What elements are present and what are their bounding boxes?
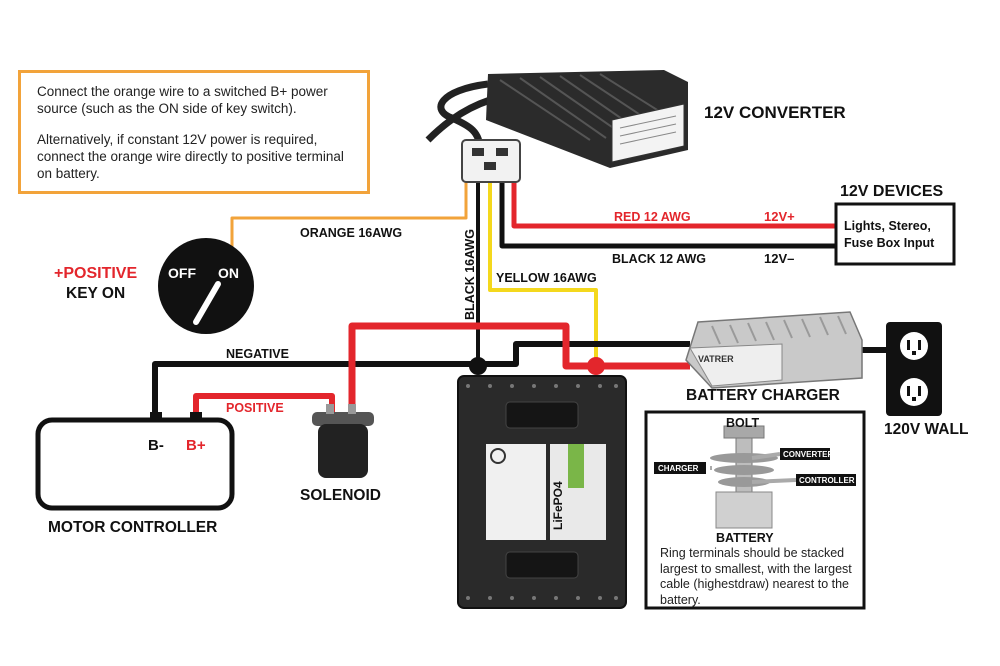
positive-junction-dot [587, 357, 605, 375]
key-on-label: KEY ON [66, 285, 125, 302]
note-paragraph-1: Connect the orange wire to a switched B+… [37, 84, 328, 116]
v-minus-label: 12V– [764, 251, 794, 266]
devices-line1: Lights, Stereo, [844, 219, 931, 233]
red-12awg-label: RED 12 AWG [614, 210, 691, 224]
bolt-inset [644, 410, 866, 610]
devices-box [834, 202, 956, 266]
black-16awg-label: BLACK 16AWG [463, 229, 477, 320]
note-paragraph-2: Alternatively, if constant 12V power is … [37, 132, 344, 181]
inset-tag-converter [780, 448, 830, 460]
converter-cable-2 [425, 96, 492, 143]
wall-outlet [886, 322, 942, 416]
key-off-position: OFF [168, 265, 196, 281]
motor-controller-label: MOTOR CONTROLLER [48, 519, 217, 536]
devices-line2: Fuse Box Input [844, 236, 935, 250]
inset-bolt-label: BOLT [726, 416, 759, 430]
converter-label: 12V CONVERTER [704, 103, 846, 122]
inset-charger-text: CHARGER [658, 464, 699, 473]
instruction-note: Connect the orange wire to a switched B+… [18, 70, 370, 194]
wall-label: 120V WALL [884, 421, 968, 438]
solenoid-label: SOLENOID [300, 487, 381, 504]
b-plus-label: B+ [186, 437, 206, 454]
inset-tag-controller [796, 474, 856, 486]
orange-wire [230, 182, 468, 250]
converter-unit [486, 70, 688, 168]
positive-wire-label: POSITIVE [226, 401, 284, 415]
battery-chem-label: LiFePO4 [551, 481, 565, 530]
yellow-16awg-wire [488, 182, 598, 366]
red-12awg-wire [511, 182, 836, 229]
charger-unit [685, 311, 863, 389]
yellow-wire-label: YELLOW 16AWG [496, 271, 597, 285]
inset-caption: Ring terminals should be stacked largest… [660, 546, 852, 607]
v-plus-label: 12V+ [764, 209, 795, 224]
black-12awg-label: BLACK 12 AWG [612, 252, 706, 266]
negative-wire-label: NEGATIVE [226, 347, 289, 361]
orange-wire-label: ORANGE 16AWG [300, 226, 402, 240]
key-on-position: ON [218, 265, 239, 281]
relay-connector [461, 139, 521, 183]
black-12awg-wire [499, 182, 836, 249]
recycle-icon [490, 448, 506, 464]
b-minus-label: B- [148, 437, 164, 454]
inset-converter-text: CONVERTER [783, 450, 833, 459]
negative-wire [152, 341, 690, 420]
motor-controller [35, 412, 235, 511]
inset-battery-label: BATTERY [716, 531, 774, 545]
inset-controller-text: CONTROLLER [799, 476, 855, 485]
battery-pack [457, 375, 627, 609]
key-positive-label: +POSITIVE [54, 265, 137, 282]
wires [152, 80, 888, 420]
key-switch [158, 238, 254, 334]
inset-tag-charger [654, 462, 706, 474]
devices-title: 12V DEVICES [840, 183, 943, 200]
negative-junction-dot [469, 357, 487, 375]
battery-charger-label: BATTERY CHARGER [686, 387, 840, 404]
positive-main-wire [348, 322, 690, 414]
charger-brand-label: VATRER [698, 354, 734, 364]
solenoid-unit [312, 404, 374, 478]
